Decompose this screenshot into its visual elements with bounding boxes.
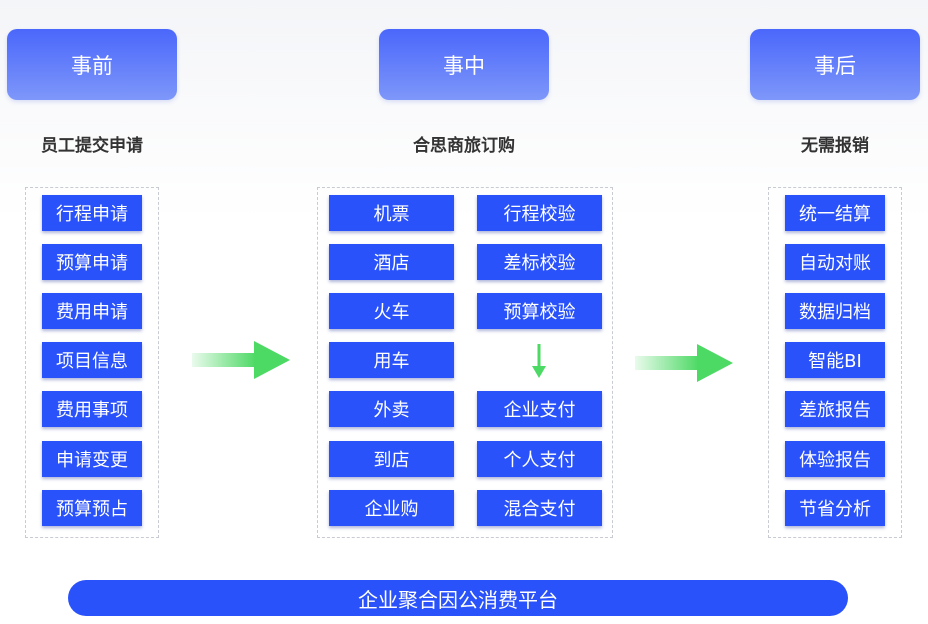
after-item: 差旅报告 — [785, 391, 885, 427]
platform-label: 企业聚合因公消费平台 — [358, 587, 558, 612]
before-item: 预算预占 — [42, 490, 142, 526]
during-service-item: 火车 — [329, 293, 454, 329]
phase-during-header: 事中 — [379, 29, 549, 100]
during-payment-item: 企业支付 — [477, 391, 602, 427]
after-item: 体验报告 — [785, 441, 885, 477]
phase-before-subtitle: 员工提交申请 — [41, 136, 143, 156]
after-item: 统一结算 — [785, 195, 885, 231]
during-service-item: 企业购 — [329, 490, 454, 526]
after-item: 自动对账 — [785, 244, 885, 280]
during-group-box — [317, 187, 613, 538]
before-group-box — [25, 187, 159, 538]
before-item: 申请变更 — [42, 441, 142, 477]
right-arrow-icon — [635, 344, 733, 382]
during-service-item: 酒店 — [329, 244, 454, 280]
before-item: 费用事项 — [42, 391, 142, 427]
after-item: 智能BI — [785, 342, 885, 378]
down-arrow-icon — [532, 344, 546, 378]
during-service-item: 机票 — [329, 195, 454, 231]
phase-before-header: 事前 — [7, 29, 177, 100]
platform-bar: 企业聚合因公消费平台 — [68, 580, 848, 616]
before-item: 费用申请 — [42, 293, 142, 329]
during-service-item: 到店 — [329, 441, 454, 477]
after-group-box — [768, 187, 902, 538]
phase-after-header: 事后 — [750, 29, 920, 100]
during-check-item: 预算校验 — [477, 293, 602, 329]
phase-before-title: 事前 — [71, 53, 113, 78]
during-service-item: 用车 — [329, 342, 454, 378]
during-payment-item: 混合支付 — [477, 490, 602, 526]
phase-after-subtitle: 无需报销 — [801, 136, 869, 156]
during-service-item: 外卖 — [329, 391, 454, 427]
during-check-item: 行程校验 — [477, 195, 602, 231]
during-payment-item: 个人支付 — [477, 441, 602, 477]
phase-during-title: 事中 — [443, 53, 485, 78]
phase-during-subtitle: 合思商旅订购 — [413, 136, 515, 156]
phase-after-title: 事后 — [814, 53, 856, 78]
during-check-item: 差标校验 — [477, 244, 602, 280]
after-item: 节省分析 — [785, 490, 885, 526]
right-arrow-icon — [192, 341, 290, 379]
before-item: 行程申请 — [42, 195, 142, 231]
before-item: 项目信息 — [42, 342, 142, 378]
before-item: 预算申请 — [42, 244, 142, 280]
after-item: 数据归档 — [785, 293, 885, 329]
